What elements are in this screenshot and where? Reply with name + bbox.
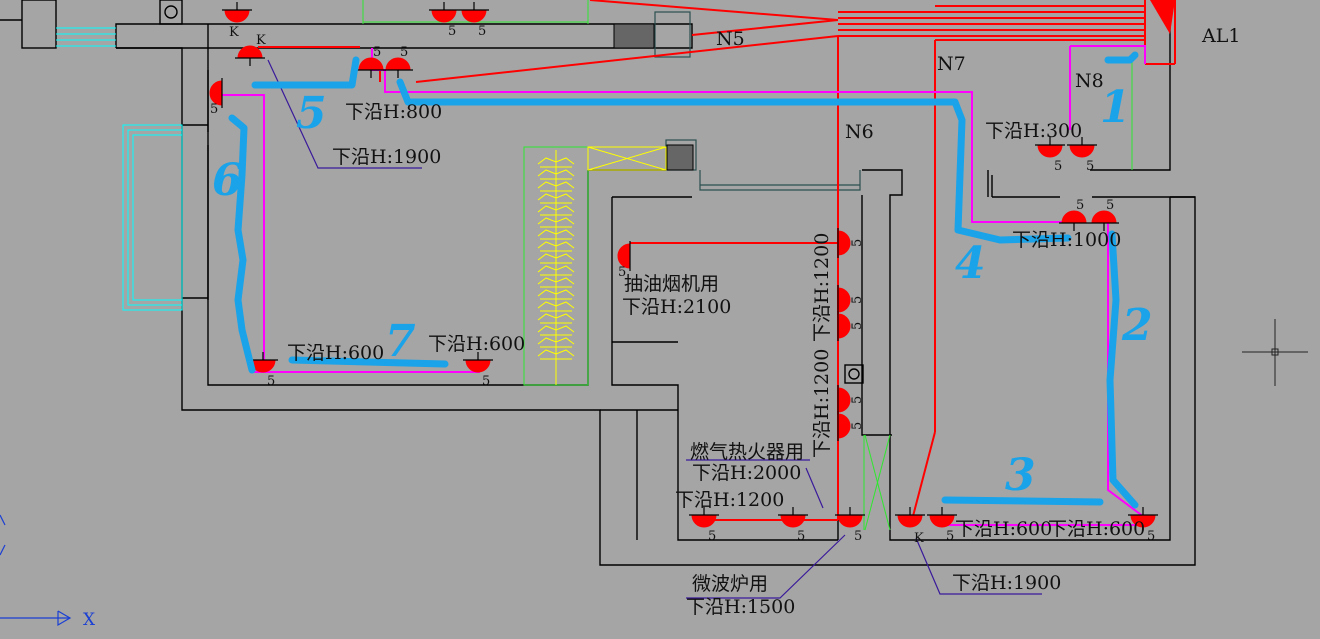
radiator <box>537 150 575 385</box>
label-hood-use: 抽油烟机用 <box>624 273 719 295</box>
label-h600-a: 下沿H:600 <box>287 342 384 364</box>
socket-symbol: 5 <box>1128 507 1158 544</box>
label-microwave-use: 微波炉用 <box>692 573 768 595</box>
crosshair-cursor <box>1242 319 1308 386</box>
label-h1900-bottom: 下沿H:1900 <box>952 572 1061 594</box>
socket-mark: 5 <box>1147 529 1155 544</box>
socket-mark: 5 <box>373 45 381 60</box>
socket-mark: 5 <box>1086 159 1094 174</box>
label-h2000: 下沿H:2000 <box>692 462 801 484</box>
socket-mark: 5 <box>850 296 865 304</box>
socket-mark: 5 <box>210 102 218 117</box>
annotation-2: 2 <box>1121 300 1153 351</box>
circuit-labels: N5 N7 N6 N8 AL1 <box>716 25 1240 143</box>
circuit-n5: N5 <box>716 28 745 50</box>
socket-mark: 5 <box>1106 198 1114 213</box>
socket-mark: 5 <box>850 396 865 404</box>
ucs-axis <box>0 514 72 627</box>
socket-symbol: 5 <box>356 45 386 78</box>
socket-symbol: 5 <box>837 311 865 341</box>
socket-symbol: 5 <box>837 228 865 258</box>
annotation-7: 7 <box>385 316 416 367</box>
socket-symbol: 5 <box>429 2 459 39</box>
socket-mark: 5 <box>854 529 862 544</box>
label-h600-d: 下沿H:600 <box>1048 518 1145 540</box>
socket-symbol <box>222 2 252 23</box>
socket-symbol: 5 <box>1059 198 1089 231</box>
axis-x-label: X <box>83 610 96 630</box>
socket-mark: 5 <box>850 422 865 430</box>
socket-symbol: 5 <box>459 2 489 39</box>
socket-mark: 5 <box>708 529 716 544</box>
panel-al1-shape <box>1150 0 1175 34</box>
socket-symbol: 5 <box>617 241 631 280</box>
hatching <box>613 23 694 171</box>
circuit-n7: N7 <box>937 53 966 75</box>
socket-symbol: 5 <box>463 352 493 389</box>
frames <box>654 11 861 191</box>
cross-box <box>587 146 667 171</box>
leaders <box>267 59 1042 599</box>
socket-mark: 5 <box>618 265 626 280</box>
socket-symbol: 5 <box>927 507 957 544</box>
label-h1000: 下沿H:1000 <box>1012 229 1121 251</box>
socket-symbol: 5 <box>383 45 413 78</box>
height-labels: 下沿H:800 下沿H:1900 下沿H:300 下沿H:1000 抽油烟机用 … <box>287 101 1145 618</box>
socket-symbol: 5 <box>778 507 808 544</box>
label-heater-use: 燃气热火器用 <box>690 441 804 463</box>
label-h1200-c: 下沿H:1200 <box>675 489 784 511</box>
label-h1900-top: 下沿H:1900 <box>332 146 441 168</box>
socket-mark: 5 <box>1054 159 1062 174</box>
socket-symbol: 5 <box>1089 198 1119 231</box>
label-h600-b: 下沿H:600 <box>428 333 525 355</box>
socket-symbol: 5 <box>1035 137 1065 174</box>
windows <box>56 27 183 311</box>
switch-mark: K <box>256 33 266 48</box>
socket-mark: 5 <box>1076 198 1084 213</box>
annotation-5a: 5 <box>296 88 327 139</box>
socket-symbol: 5 <box>837 285 865 315</box>
socket-symbol: 5 <box>209 78 223 117</box>
annotation-4: 4 <box>955 238 986 289</box>
label-h600-c: 下沿H:600 <box>955 518 1052 540</box>
socket-symbol <box>895 507 925 528</box>
label-h1200-a: 下沿H:1200 <box>811 233 833 342</box>
socket-mark: 5 <box>850 239 865 247</box>
socket-symbol: 5 <box>689 507 719 544</box>
socket-mark: 5 <box>478 24 486 39</box>
annotation-1: 1 <box>1100 82 1131 133</box>
blue-annotations: 5 6 7 1 4 2 3 <box>212 82 1153 501</box>
socket-mark: 5 <box>400 45 408 60</box>
socket-symbol <box>235 45 265 66</box>
switch-mark: K <box>229 25 239 40</box>
circuit-n8: N8 <box>1075 70 1104 92</box>
socket-symbol: 5 <box>837 385 865 415</box>
socket-symbol: 5 <box>1067 137 1097 174</box>
socket-mark: 5 <box>267 374 275 389</box>
panel-al1: AL1 <box>1201 25 1240 47</box>
socket-mark: 5 <box>850 322 865 330</box>
blue-highlight <box>228 51 1139 509</box>
socket-mark: 5 <box>482 374 490 389</box>
label-h800: 下沿H:800 <box>345 101 442 123</box>
socket-symbol: 5 <box>835 507 865 544</box>
label-h1200-b: 下沿H:1200 <box>811 349 833 458</box>
switch-mark: K <box>914 531 924 546</box>
socket-symbol: 5 <box>837 411 865 441</box>
socket-mark: 5 <box>946 529 954 544</box>
annotation-6: 6 <box>212 155 243 206</box>
annotation-3: 3 <box>1005 450 1036 501</box>
circuit-n6: N6 <box>845 121 874 143</box>
socket-mark: 5 <box>448 24 456 39</box>
label-h300: 下沿H:300 <box>985 120 1082 142</box>
label-h2100: 下沿H:2100 <box>622 296 731 318</box>
label-h1500: 下沿H:1500 <box>686 596 795 618</box>
socket-mark: 5 <box>797 529 805 544</box>
